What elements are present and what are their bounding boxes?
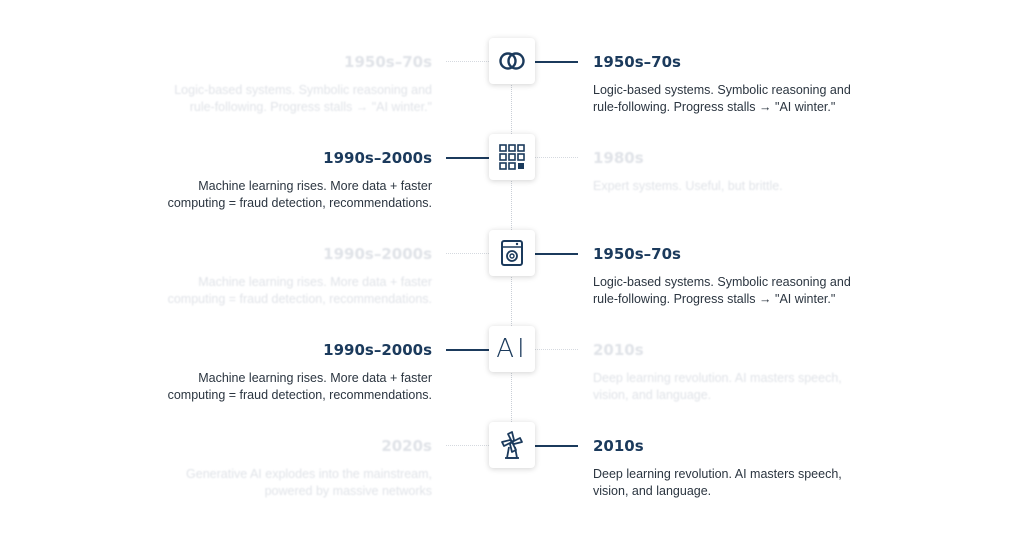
timeline-entry-right-5: 2010s Deep learning revolution. AI maste…: [593, 436, 878, 500]
timeline-node-1: [489, 38, 535, 84]
washing-machine-icon: [501, 240, 523, 266]
ai-text-icon: AI: [496, 334, 528, 364]
entry-title: 1950s–70s: [344, 53, 432, 71]
entry-description: Machine learning rises. More data + fast…: [167, 371, 432, 402]
timeline-node-3: [489, 230, 535, 276]
entry-title: 2010s: [593, 437, 644, 455]
timeline-node-5: [489, 422, 535, 468]
entry-title: 1980s: [593, 149, 644, 167]
timeline-entry-right-1: 1950s–70s Logic-based systems. Symbolic …: [593, 52, 878, 116]
connector-left-4: [446, 349, 489, 351]
timeline-entry-left-4: 1990s–2000s Machine learning rises. More…: [147, 340, 432, 404]
entry-description: Logic-based systems. Symbolic reasoning …: [593, 83, 851, 114]
entry-title: 1990s–2000s: [323, 149, 432, 167]
entry-description: Deep learning revolution. AI masters spe…: [593, 467, 842, 498]
windmill-icon: [499, 431, 525, 459]
entry-description: Generative AI explodes into the mainstre…: [186, 467, 432, 498]
connector-left-2: [446, 157, 489, 159]
timeline-entry-left-5: 2020s Generative AI explodes into the ma…: [147, 436, 432, 500]
timeline-node-2: [489, 134, 535, 180]
timeline-node-4: AI: [489, 326, 535, 372]
connector-right-3: [535, 253, 578, 255]
entry-description: Machine learning rises. More data + fast…: [167, 275, 432, 306]
entry-title: 1990s–2000s: [323, 341, 432, 359]
connector-left-3: [446, 253, 489, 254]
connector-right-5: [535, 445, 578, 447]
connector-right-1: [535, 61, 578, 63]
entry-description: Logic-based systems. Symbolic reasoning …: [174, 83, 432, 114]
entry-title: 1950s–70s: [593, 245, 681, 263]
timeline-entry-left-1: 1950s–70s Logic-based systems. Symbolic …: [147, 52, 432, 116]
interlocking-rings-icon: [498, 50, 526, 72]
connector-left-5: [446, 445, 489, 446]
timeline-entry-right-3: 1950s–70s Logic-based systems. Symbolic …: [593, 244, 878, 308]
connector-right-4: [535, 349, 578, 350]
entry-title: 2020s: [381, 437, 432, 455]
entry-description: Logic-based systems. Symbolic reasoning …: [593, 275, 851, 306]
entry-title: 1950s–70s: [593, 53, 681, 71]
timeline-entry-left-3: 1990s–2000s Machine learning rises. More…: [147, 244, 432, 308]
timeline-entry-right-2: 1980s Expert systems. Useful, but brittl…: [593, 148, 878, 195]
timeline-entry-right-4: 2010s Deep learning revolution. AI maste…: [593, 340, 878, 404]
entry-title: 2010s: [593, 341, 644, 359]
entry-description: Expert systems. Useful, but brittle.: [593, 179, 783, 193]
entry-title: 1990s–2000s: [323, 245, 432, 263]
entry-description: Deep learning revolution. AI masters spe…: [593, 371, 842, 402]
timeline-entry-left-2: 1990s–2000s Machine learning rises. More…: [147, 148, 432, 212]
connector-left-1: [446, 61, 489, 62]
grid-icon: [499, 144, 525, 170]
entry-description: Machine learning rises. More data + fast…: [167, 179, 432, 210]
connector-right-2: [535, 157, 578, 158]
